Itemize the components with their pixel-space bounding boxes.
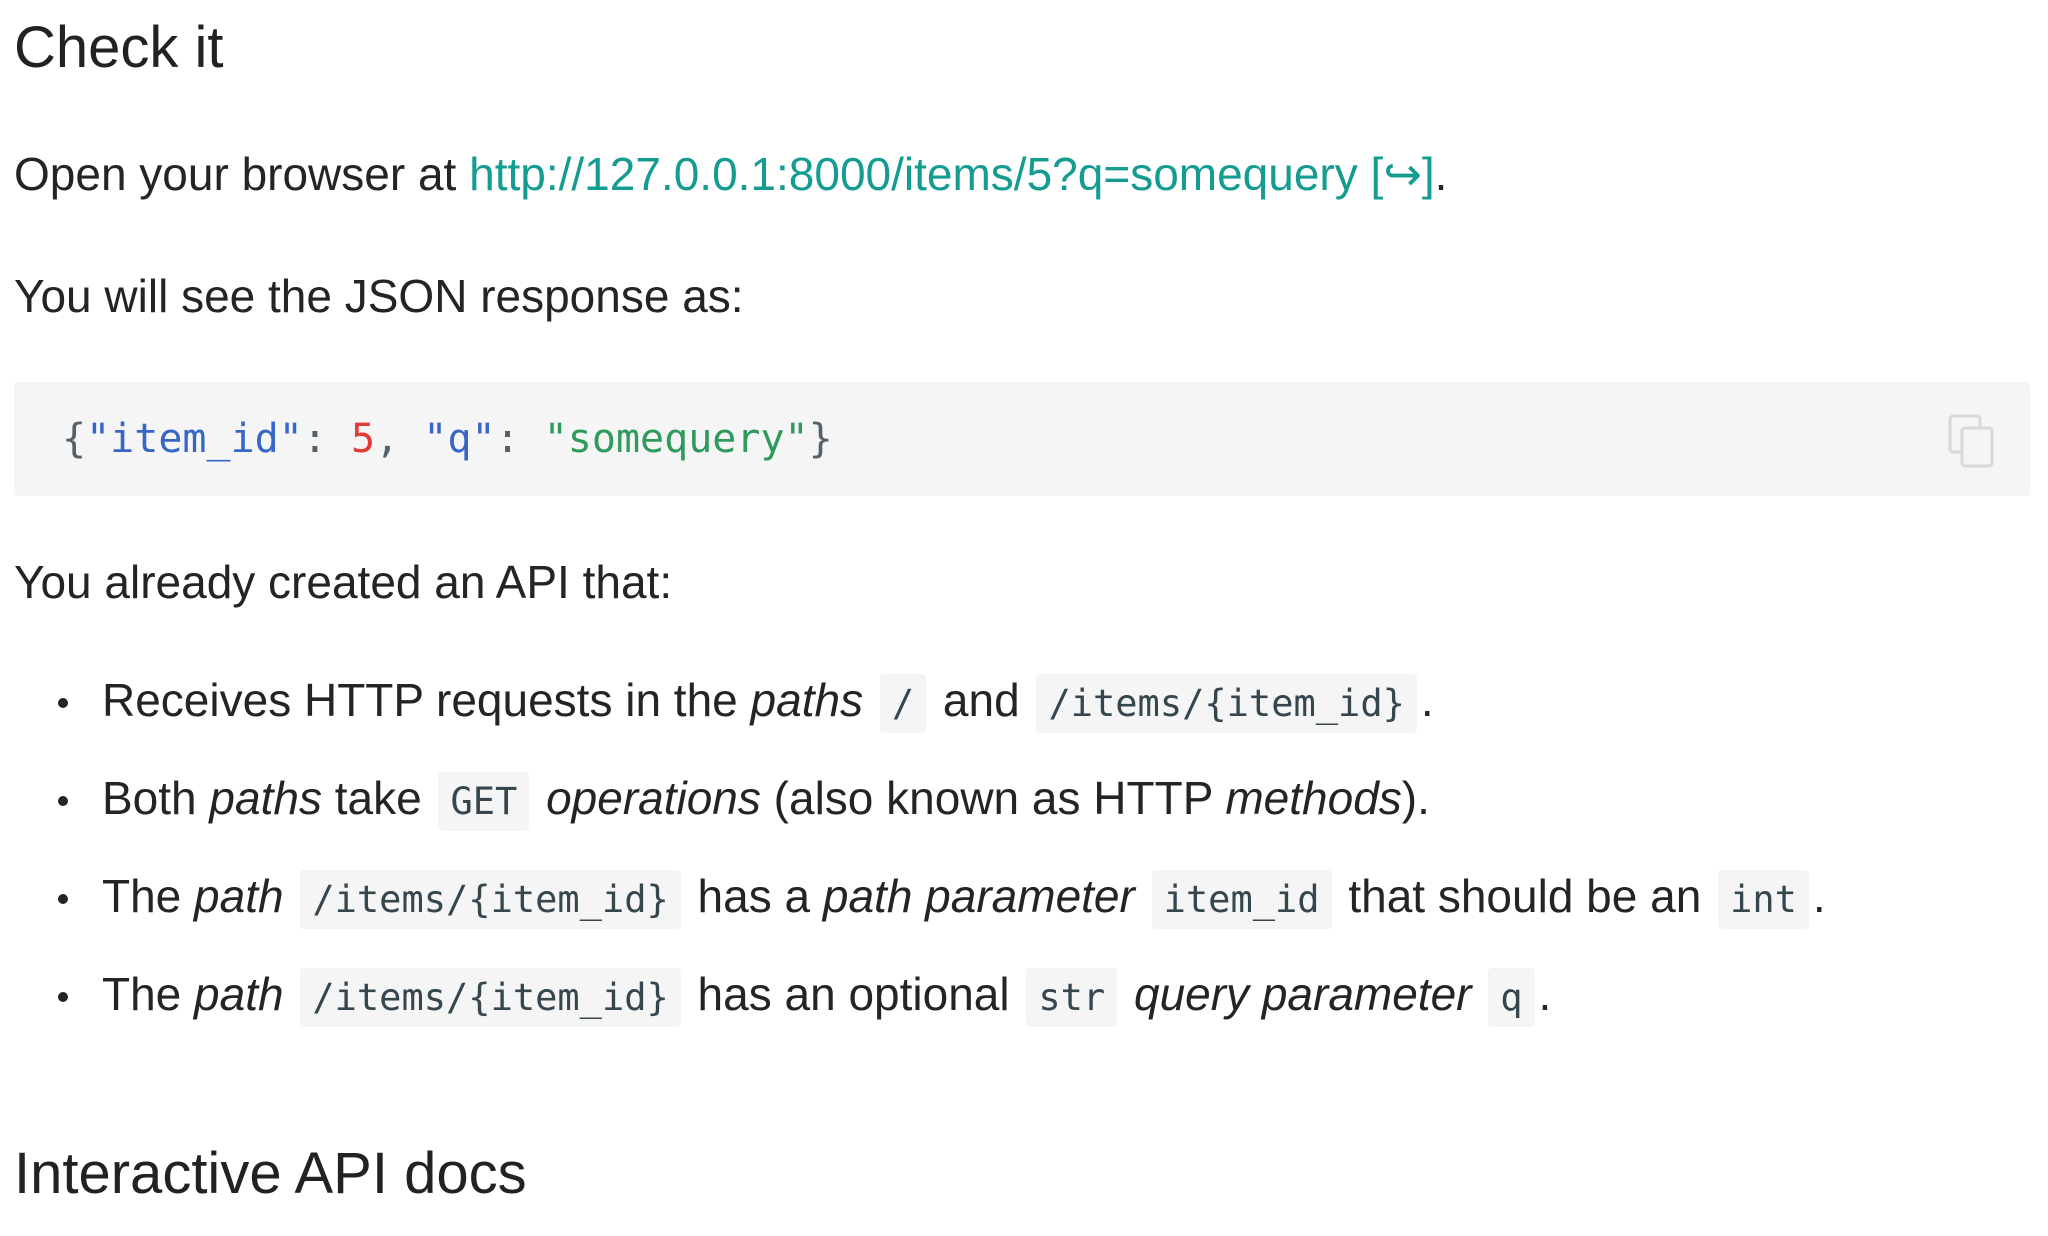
json-code-block: {"item_id": 5, "q": "somequery"} (14, 382, 2030, 496)
code-value-somequery: "somequery" (543, 416, 809, 462)
open-browser-paragraph: Open your browser at http://127.0.0.1:80… (14, 144, 1447, 204)
json-code: {"item_id": 5, "q": "somequery"} (62, 410, 833, 468)
list-item: The path /items/{item_id} has an optiona… (14, 964, 2014, 1062)
list-text: Both (102, 772, 210, 824)
list-emphasis: path parameter (822, 870, 1135, 922)
api-intro-paragraph: You already created an API that: (14, 556, 673, 608)
copy-code-button[interactable] (1948, 414, 1996, 468)
code-comma: , (375, 416, 424, 462)
open-end-period: . (1434, 148, 1448, 200)
code-close-brace: } (808, 416, 833, 462)
inline-code: /items/{item_id} (1036, 674, 1417, 733)
list-text: has an optional (684, 968, 1023, 1020)
inline-code: int (1718, 870, 1809, 929)
section-heading-interactive-api-docs: Interactive API docs (14, 1141, 527, 1206)
list-item: Receives HTTP requests in the paths / an… (14, 670, 2014, 768)
list-text: take (321, 772, 435, 824)
inline-code: str (1026, 968, 1118, 1027)
inline-code: /items/{item_id} (300, 968, 681, 1027)
example-url-text: http://127.0.0.1:8000/items/5?q=somequer… (469, 148, 1358, 200)
external-link-icon: [↪] (1357, 148, 1435, 200)
list-item: The path /items/{item_id} has a path par… (14, 866, 2014, 964)
list-emphasis: paths (209, 772, 322, 824)
code-key-item-id: "item_id" (86, 416, 303, 462)
copy-icon (1948, 414, 1994, 468)
list-text: (also known as HTTP (760, 772, 1226, 824)
list-text: The (102, 870, 195, 922)
list-item: Both paths take GET operations (also kno… (14, 768, 2014, 866)
list-text: has a (684, 870, 823, 922)
code-colon: : (495, 416, 544, 462)
code-key-q: "q" (423, 416, 496, 462)
example-url-link[interactable]: http://127.0.0.1:8000/items/5?q=somequer… (469, 148, 1435, 200)
list-text: ). (1401, 772, 1430, 824)
section-heading-check-it: Check it (14, 15, 224, 80)
list-emphasis: path (194, 968, 284, 1020)
inline-code: item_id (1151, 870, 1332, 929)
json-intro-paragraph: You will see the JSON response as: (14, 270, 744, 322)
list-emphasis: operations (546, 772, 761, 824)
list-text: Receives HTTP requests in the (102, 674, 751, 726)
list-text: The (102, 968, 195, 1020)
list-text: that should be an (1335, 870, 1715, 922)
api-features-list: Receives HTTP requests in the paths / an… (14, 670, 2014, 1062)
list-emphasis: query parameter (1133, 968, 1472, 1020)
inline-code: /items/{item_id} (300, 870, 681, 929)
open-text: Open your browser at (14, 148, 470, 200)
inline-code: / (879, 674, 927, 733)
list-text: . (1420, 674, 1434, 726)
code-value-5: 5 (351, 416, 376, 462)
list-text: . (1538, 968, 1552, 1020)
list-emphasis: paths (750, 674, 864, 726)
list-text: and (930, 674, 1033, 726)
list-emphasis: path (194, 870, 284, 922)
code-open-brace: { (62, 416, 87, 462)
code-colon: : (302, 416, 352, 462)
list-text: . (1812, 870, 1826, 922)
inline-code: q (1488, 968, 1535, 1027)
inline-code: GET (438, 772, 530, 831)
list-emphasis: methods (1225, 772, 1402, 824)
